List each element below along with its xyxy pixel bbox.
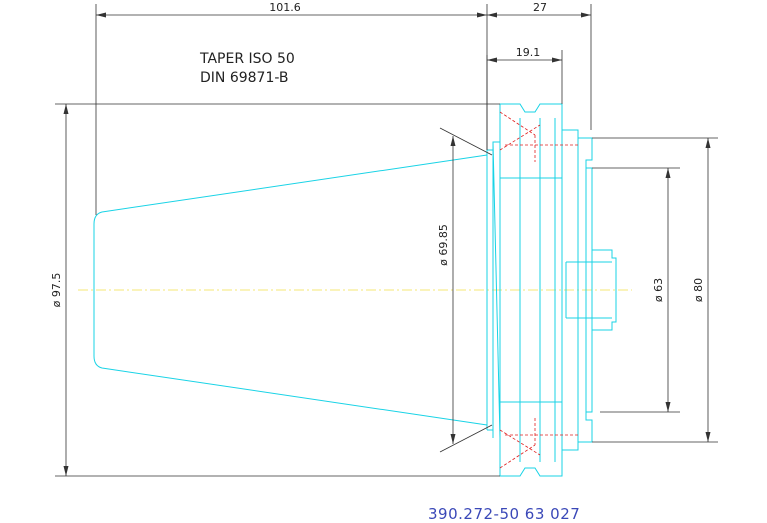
taper-spec-line2: DIN 69871-B	[200, 70, 289, 86]
hidden-lines	[499, 111, 578, 469]
dim-overall-length: 101.6	[269, 1, 301, 14]
dim-bore-diameter: ø 63	[652, 278, 665, 302]
dim-taper-diameter: ø 69.85	[437, 224, 450, 266]
tool-outline	[93, 103, 617, 477]
dimension-lines	[55, 4, 718, 477]
dim-flange-length: 27	[533, 1, 547, 14]
taper-spec-line1: TAPER ISO 50	[199, 51, 295, 67]
part-number: 390.272-50 63 027	[428, 505, 580, 523]
dim-flange-diameter: ø 97.5	[50, 273, 63, 308]
dim-flange-width: 19.1	[516, 46, 541, 59]
dim-outer-diameter: ø 80	[692, 278, 705, 302]
